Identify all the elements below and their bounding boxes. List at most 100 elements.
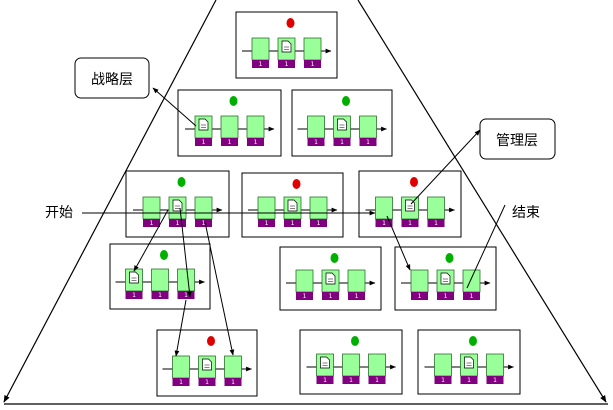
task-card-number: 1 xyxy=(493,377,497,384)
task-card xyxy=(368,353,386,377)
task-card xyxy=(246,115,265,139)
task-card xyxy=(347,269,366,293)
status-light-red xyxy=(286,18,295,28)
task-card-bar xyxy=(296,292,313,300)
task-card-number: 1 xyxy=(467,377,471,384)
pyramid-outline xyxy=(3,0,608,405)
task-card-number: 1 xyxy=(150,220,154,227)
task-card xyxy=(434,353,452,377)
status-light-green xyxy=(177,177,186,187)
task-card xyxy=(257,196,276,220)
task-card-number: 1 xyxy=(382,220,386,227)
management-layer-box xyxy=(479,118,556,160)
status-light-red xyxy=(207,336,215,346)
task-card-bar xyxy=(195,138,212,146)
document-icon xyxy=(464,356,474,369)
document-icon xyxy=(202,358,212,371)
process-group-5-left: 1 1 1 xyxy=(156,329,258,397)
task-card-number: 1 xyxy=(441,377,445,384)
task-card-number: 1 xyxy=(179,379,183,386)
connector-d xyxy=(204,221,235,356)
flow-lines xyxy=(82,87,506,357)
task-card-number: 1 xyxy=(285,61,289,68)
task-card-bar xyxy=(125,291,143,299)
connector-c xyxy=(174,299,187,357)
task-card xyxy=(375,196,393,220)
task-card-number: 1 xyxy=(314,139,318,146)
document-icon xyxy=(440,272,451,285)
task-card-bar xyxy=(463,292,480,300)
task-card-bar xyxy=(172,378,190,386)
task-card xyxy=(172,355,190,379)
task-card-number: 1 xyxy=(317,220,321,227)
strategy-layer-label: 战略层 xyxy=(91,72,133,88)
task-card xyxy=(303,37,322,61)
connector-a xyxy=(133,209,169,272)
task-card-number: 1 xyxy=(375,377,379,384)
task-card xyxy=(295,269,314,293)
task-card-number: 1 xyxy=(355,293,359,300)
task-card-number: 1 xyxy=(311,61,315,68)
task-card xyxy=(151,268,169,292)
task-card-number: 1 xyxy=(408,220,412,227)
task-card xyxy=(307,115,325,139)
task-card-bar xyxy=(427,219,445,227)
task-card xyxy=(309,196,328,220)
management-callout-line xyxy=(410,129,481,205)
task-card-number: 1 xyxy=(176,220,180,227)
task-card-number: 1 xyxy=(434,220,438,227)
task-card-bar xyxy=(278,60,295,68)
task-card-bar xyxy=(169,219,186,227)
task-card-number: 1 xyxy=(205,379,209,386)
process-group-3-right: 1 1 1 xyxy=(358,170,462,238)
task-card-bar xyxy=(342,376,360,384)
task-card-number: 1 xyxy=(329,293,333,300)
task-card-bar xyxy=(307,138,325,146)
task-card-number: 1 xyxy=(444,293,448,300)
document-icon xyxy=(325,272,336,285)
labels: 战略层 管理层 开始 结束 xyxy=(45,57,556,221)
connector-e xyxy=(386,215,411,271)
task-card-bar xyxy=(310,219,327,227)
task-card xyxy=(462,269,481,293)
task-card xyxy=(224,355,242,379)
task-card xyxy=(177,268,195,292)
task-card-bar xyxy=(401,219,419,227)
task-card-bar xyxy=(348,292,365,300)
task-card-number: 1 xyxy=(340,139,344,146)
status-light-green xyxy=(229,96,238,106)
end-label: 结束 xyxy=(512,205,540,221)
process-group-5-right: 1 1 1 xyxy=(417,329,521,395)
task-card-bar xyxy=(195,219,212,227)
task-card-bar xyxy=(284,219,301,227)
task-card-number: 1 xyxy=(291,220,295,227)
status-light-green xyxy=(330,253,339,263)
task-card xyxy=(194,196,213,220)
task-card-bar xyxy=(198,378,216,386)
task-card-number: 1 xyxy=(254,139,258,146)
status-light-green xyxy=(160,250,168,260)
task-card xyxy=(427,196,445,220)
task-card-number: 1 xyxy=(265,220,269,227)
task-card-bar xyxy=(375,219,393,227)
task-card xyxy=(220,115,239,139)
task-card-bar xyxy=(359,138,377,146)
strategy-callout-line xyxy=(152,87,197,127)
status-light-red xyxy=(292,179,301,189)
task-card-bar xyxy=(258,219,275,227)
task-card-number: 1 xyxy=(303,293,307,300)
process-group-4-center: 1 1 1 xyxy=(279,246,382,311)
document-icon xyxy=(337,118,347,131)
task-card-bar xyxy=(252,60,269,68)
task-card-number: 1 xyxy=(231,379,235,386)
status-light-green xyxy=(445,253,454,263)
management-layer-label: 管理层 xyxy=(496,133,538,149)
task-card-bar xyxy=(177,291,195,299)
task-card-bar xyxy=(437,292,454,300)
